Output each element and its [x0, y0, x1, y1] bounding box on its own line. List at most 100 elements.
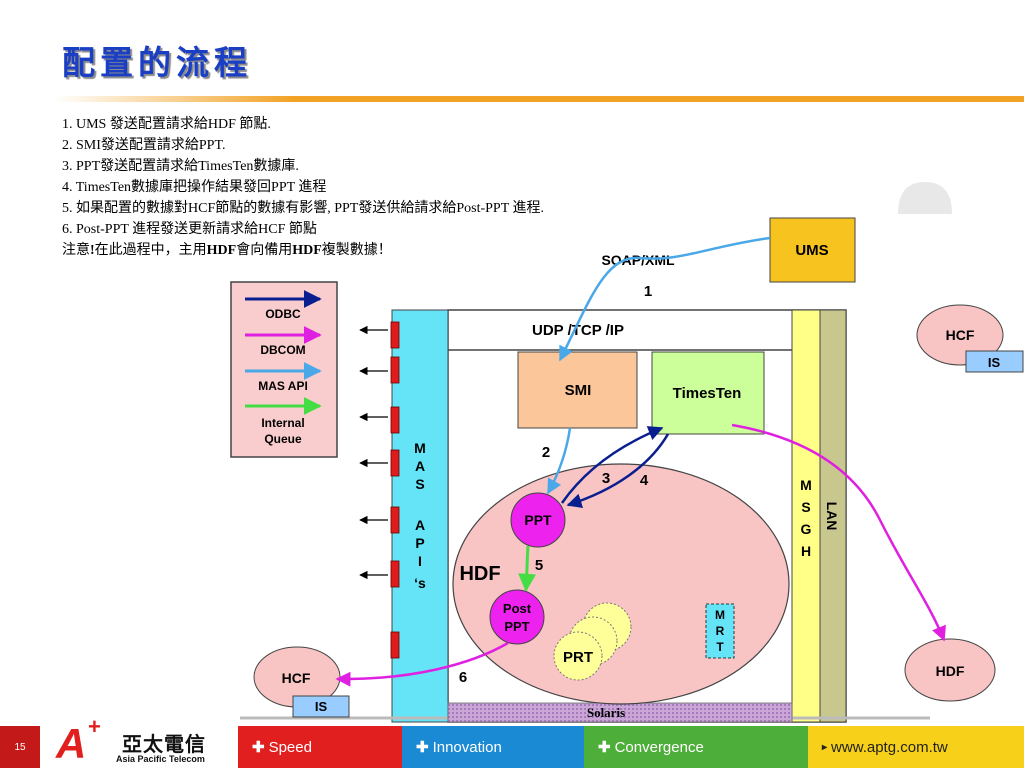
is-top-box [965, 350, 1024, 373]
is-bottom-box [292, 695, 350, 718]
note-warning: 注意!在此過程中，主用HDF會向備用HDF複製數據！ [62, 240, 544, 261]
mas-port [390, 560, 400, 588]
logo-chinese-name: 亞太電信 [122, 732, 206, 756]
note-line-2: 2. SMI發送配置請求給PPT. [62, 138, 226, 153]
solaris-label: Solaris [587, 705, 625, 720]
flow-postppt-to-hcf [335, 641, 509, 687]
svg-text:P: P [415, 535, 424, 551]
is-bottom-label: IS [315, 699, 328, 714]
mas-port [390, 506, 400, 534]
note-warning-text1: 在此過程中，主用 [94, 243, 207, 258]
hdf-right-node [904, 638, 996, 702]
svg-text:A: A [415, 517, 425, 533]
plus-icon: ✚ [252, 739, 265, 756]
title-underline-fade [54, 96, 294, 102]
smi-box [517, 351, 638, 429]
note-line-3: 3. PPT發送配置請求給TimesTen數據庫. [62, 159, 299, 174]
ppt-label: PPT [524, 512, 552, 528]
smi-label: SMI [565, 382, 592, 399]
mas-port [390, 321, 400, 349]
process-notes: 1. UMS 發送配置請求給HDF 節點. 2. SMI發送配置請求給PPT. … [62, 114, 544, 261]
timesten-box [651, 351, 765, 435]
mas-port [390, 449, 400, 477]
note-warning-hdf1: HDF [206, 243, 237, 258]
flow-timesten-to-hdf [731, 423, 946, 642]
triangle-right-icon: ▸ [822, 741, 828, 753]
step-6: 6 [459, 669, 467, 686]
udp-tcp-ip-label: UDP /TCP /IP [532, 322, 624, 339]
page-number: 15 [0, 726, 40, 768]
step-1: 1 [644, 283, 652, 300]
plus-icon: ✚ [598, 739, 611, 756]
svg-text:M: M [800, 477, 812, 493]
mas-red-ports [390, 321, 400, 659]
mas-port [390, 356, 400, 384]
svg-text:G: G [801, 521, 812, 537]
company-logo: A + 亞太電信 Asia Pacific Telecom [40, 714, 238, 768]
logo-plus-icon: + [88, 714, 101, 739]
title-underline [54, 96, 1024, 102]
msgh-label: M S G H [800, 477, 812, 559]
svg-text:H: H [801, 543, 811, 559]
mas-port [390, 406, 400, 434]
post-ppt-node [489, 589, 545, 645]
lan-column [819, 309, 847, 723]
page-title: 配置的流程 [62, 43, 252, 82]
footer-speed-label: Speed [268, 738, 312, 756]
prt-circle-front [553, 631, 603, 681]
footer-convergence-label: Convergence [614, 738, 704, 756]
footer-speed: ✚Speed [238, 726, 402, 768]
step-5: 5 [535, 557, 543, 574]
footer-convergence: ✚Convergence [584, 726, 808, 768]
architecture-diagram: ODBC DBCOM MAS API Internal Queue UDP /T… [230, 182, 1024, 723]
legend-queue-label: Queue [264, 432, 302, 446]
svg-text:M: M [414, 440, 426, 456]
svg-text:M: M [715, 608, 725, 622]
footer-innovation-label: Innovation [432, 738, 502, 756]
note-line-6: 6. Post-PPT 進程發送更新請求給HCF 節點 [62, 222, 317, 237]
soap-xml-label: SOAP/XML [601, 252, 675, 268]
logo-english-name: Asia Pacific Telecom [116, 754, 205, 764]
prt-label: PRT [563, 649, 593, 666]
flow-smi-to-ppt [546, 427, 572, 495]
step-3: 3 [602, 470, 610, 487]
is-top-label: IS [988, 355, 1001, 370]
step-2: 2 [542, 444, 550, 461]
svg-text:T: T [716, 640, 724, 654]
hcf-top-label: HCF [946, 327, 975, 343]
footer-url[interactable]: ▸www.aptg.com.tw [808, 726, 1024, 768]
corner-decoration [898, 182, 952, 214]
legend-internal-label: Internal [261, 416, 304, 430]
note-warning-prefix: 注意 [62, 243, 90, 258]
note-warning-bang: ! [90, 243, 95, 258]
flow-ums-to-smi [558, 236, 771, 362]
plus-icon: ✚ [416, 739, 429, 756]
footer-url-label: www.aptg.com.tw [831, 738, 948, 756]
svg-text:R: R [716, 624, 725, 638]
hdf-right-label: HDF [936, 663, 965, 679]
step-4: 4 [640, 472, 649, 489]
flow-timesten-to-ppt [566, 433, 670, 509]
flow-ppt-to-timesten [560, 426, 664, 504]
legend-dbcom-label: DBCOM [260, 343, 305, 357]
note-warning-text2: 會向備用 [236, 243, 293, 258]
hdf-ellipse [452, 463, 790, 705]
mas-port [390, 631, 400, 659]
hdf-node-label: HDF [459, 563, 500, 585]
legend-masapi-label: MAS API [258, 379, 308, 393]
legend-odbc-label: ODBC [265, 307, 301, 321]
flow-ppt-to-postppt [518, 545, 537, 592]
ums-box [769, 217, 856, 283]
post-ppt-label-2: PPT [504, 619, 529, 634]
mas-left-arrows [359, 325, 388, 580]
svg-text:‘s: ‘s [414, 575, 426, 591]
mas-apis-label: M A S A P I ‘s [414, 440, 426, 591]
note-warning-hdf2: HDF [292, 243, 322, 258]
note-warning-text3: 複製數據！ [321, 243, 392, 258]
hcf-bottom-label: HCF [282, 670, 311, 686]
mrt-label: M R T [715, 608, 725, 654]
note-line-1: 1. UMS 發送配置請求給HDF 節點. [62, 117, 271, 132]
note-line-4: 4. TimesTen數據庫把操作結果發回PPT 進程 [62, 180, 327, 195]
svg-text:S: S [415, 476, 424, 492]
mrt-box [705, 603, 735, 659]
